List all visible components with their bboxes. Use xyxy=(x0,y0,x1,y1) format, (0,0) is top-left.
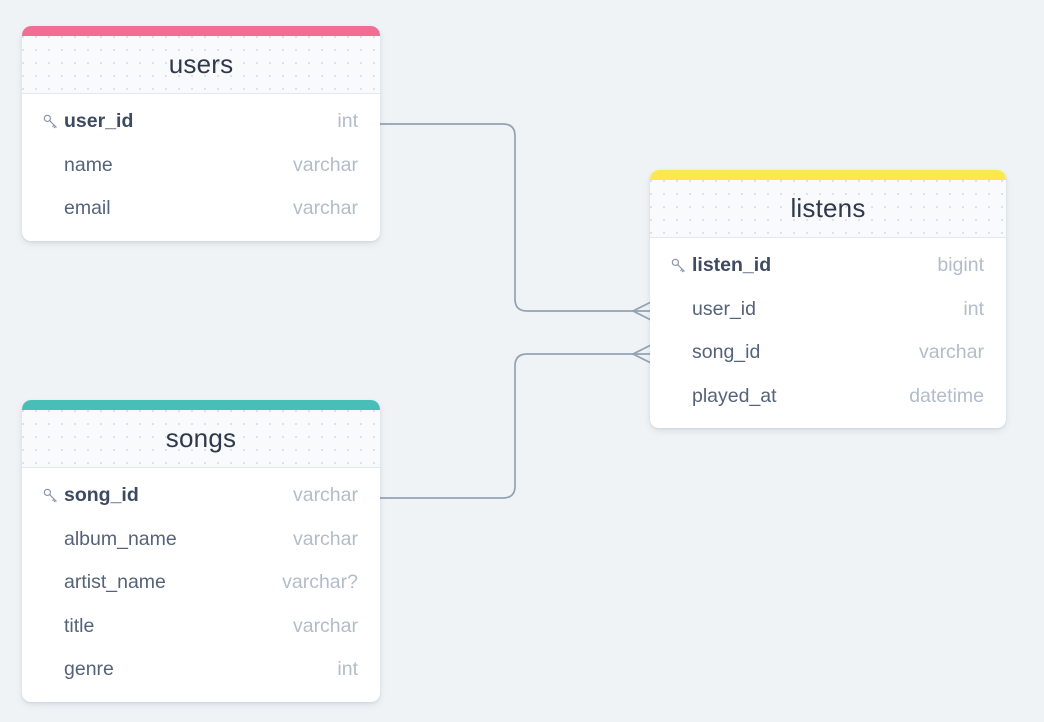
entity-table-listens[interactable]: listens listen_id bigint user_id int song_id v… xyxy=(650,170,1006,428)
key-icon xyxy=(670,257,687,274)
column-type: varchar? xyxy=(282,571,358,594)
relationship-songs-listens[interactable] xyxy=(379,342,656,499)
column-row[interactable]: genre int xyxy=(22,648,380,692)
column-type: int xyxy=(963,297,984,320)
column-row[interactable]: user_id int xyxy=(650,288,1006,332)
column-row[interactable]: title varchar xyxy=(22,605,380,649)
table-title-block: listens xyxy=(650,180,1006,238)
column-name: song_id xyxy=(692,341,761,364)
column-row[interactable]: song_id varchar xyxy=(22,474,380,518)
column-name: album_name xyxy=(64,527,177,550)
column-key-slot xyxy=(42,487,64,504)
column-row[interactable]: name varchar xyxy=(22,144,380,188)
column-type: varchar xyxy=(292,484,358,507)
column-row[interactable]: listen_id bigint xyxy=(650,244,1006,288)
table-columns: user_id int name varchar email varchar xyxy=(22,94,380,241)
column-type: varchar xyxy=(292,153,358,176)
column-type: varchar xyxy=(292,527,358,550)
table-title-block: songs xyxy=(22,410,380,468)
column-type: varchar xyxy=(292,614,358,637)
column-name: user_id xyxy=(64,110,134,133)
column-type: varchar xyxy=(292,197,358,220)
table-accent-bar xyxy=(22,26,380,36)
column-name: name xyxy=(64,153,113,176)
column-row[interactable]: album_name varchar xyxy=(22,518,380,562)
table-accent-bar xyxy=(22,400,380,410)
column-key-slot xyxy=(670,257,692,274)
column-name: title xyxy=(64,614,95,637)
column-row[interactable]: song_id varchar xyxy=(650,331,1006,375)
column-name: genre xyxy=(64,658,114,681)
column-name: user_id xyxy=(692,297,756,320)
column-type: datetime xyxy=(909,384,984,407)
table-title: listens xyxy=(790,193,866,223)
column-row[interactable]: user_id int xyxy=(22,100,380,144)
table-title-block: users xyxy=(22,36,380,94)
column-key-slot xyxy=(42,113,64,130)
column-type: int xyxy=(337,658,358,681)
key-icon xyxy=(42,487,59,504)
column-name: email xyxy=(64,197,111,220)
column-row[interactable]: email varchar xyxy=(22,187,380,231)
table-title: users xyxy=(168,49,234,79)
relationship-users-listens[interactable] xyxy=(379,123,656,323)
column-name: artist_name xyxy=(64,571,166,594)
column-name: song_id xyxy=(64,484,139,507)
column-name: played_at xyxy=(692,384,777,407)
entity-table-users[interactable]: users user_id int name varchar email varchar xyxy=(22,26,380,241)
column-type: bigint xyxy=(937,254,984,277)
key-icon xyxy=(42,113,59,130)
table-accent-bar xyxy=(650,170,1006,180)
table-columns: listen_id bigint user_id int song_id varchar p… xyxy=(650,238,1006,428)
column-row[interactable]: played_at datetime xyxy=(650,375,1006,419)
table-title: songs xyxy=(165,423,237,453)
column-name: listen_id xyxy=(692,254,772,277)
column-type: int xyxy=(337,110,358,133)
column-type: varchar xyxy=(918,341,984,364)
column-row[interactable]: artist_name varchar? xyxy=(22,561,380,605)
